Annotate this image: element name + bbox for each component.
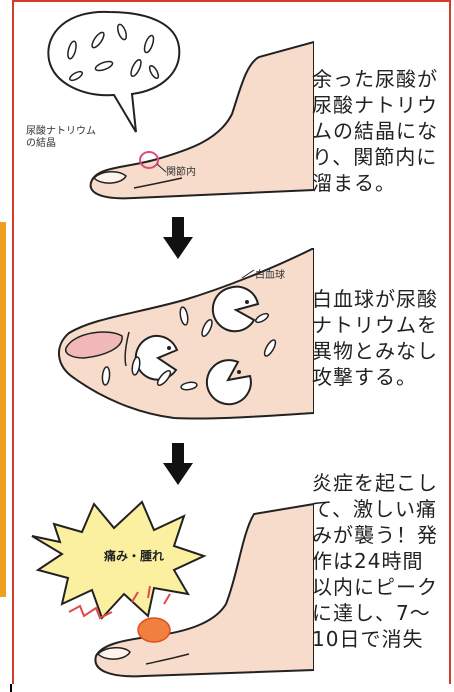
illustration-frame [12, 0, 451, 684]
crystal [69, 70, 83, 82]
panel1-foot-illustration [47, 10, 314, 200]
down-arrow-icon [163, 443, 193, 485]
crystal [67, 40, 77, 60]
crystal [179, 306, 189, 326]
panel3-foot-illustration [31, 500, 314, 678]
panel1-toenail [92, 171, 127, 184]
panel2-wbc-label: 白血球 [255, 270, 285, 281]
panel1-description: 余った尿酸が 尿酸ナトリウ ムの結晶にな り、関節内に 溜まる。 [312, 67, 438, 195]
panel3-toenail [96, 647, 131, 660]
panel3-description: 炎症を起こし て、激しい痛 みが襲う！発 作は24時間 以内にピーク に達し、7… [312, 471, 438, 651]
panel2-white-blood-cells [134, 285, 260, 406]
crystal [91, 31, 105, 49]
white-blood-cell [211, 285, 260, 333]
crystal [116, 23, 128, 41]
panel2-foot-illustration [58, 248, 314, 420]
crystal [94, 60, 114, 72]
panel1-foot [89, 40, 314, 200]
panel2-crystals [101, 306, 277, 391]
panel1-joint-label: 関節内 [166, 167, 196, 178]
panel3-pain-marks [68, 585, 171, 620]
crystal [143, 34, 155, 54]
crystal [148, 65, 160, 79]
crystal [255, 312, 269, 324]
crystal [180, 381, 198, 391]
crystal [156, 369, 172, 387]
panel3-pain-burst [31, 500, 207, 620]
crystal [130, 58, 142, 78]
crystal [201, 318, 213, 338]
white-blood-cell [205, 359, 252, 406]
panel1-crystal-label: 尿酸ナトリウム の結晶 [26, 126, 96, 149]
panel2-toenail [64, 331, 123, 359]
corner-mark [0, 684, 12, 692]
left-orange-bar [0, 222, 6, 597]
panel1-speech-bubble [47, 10, 181, 133]
crystal [131, 356, 141, 376]
panel3-foot [94, 502, 314, 678]
down-arrow-icon [163, 217, 193, 259]
panel3-inflamed-joint [137, 617, 171, 643]
crystal [263, 339, 277, 357]
frame-top-border [12, 0, 451, 2]
crystal [101, 366, 111, 386]
panel2-description: 白血球が尿酸 ナトリウムを 異物とみなし 攻撃する。 [312, 287, 438, 389]
panel1-crystals [67, 23, 160, 82]
panel1-joint-circle [139, 151, 159, 169]
panel3-burst-label: 痛み・腫れ [104, 549, 165, 563]
